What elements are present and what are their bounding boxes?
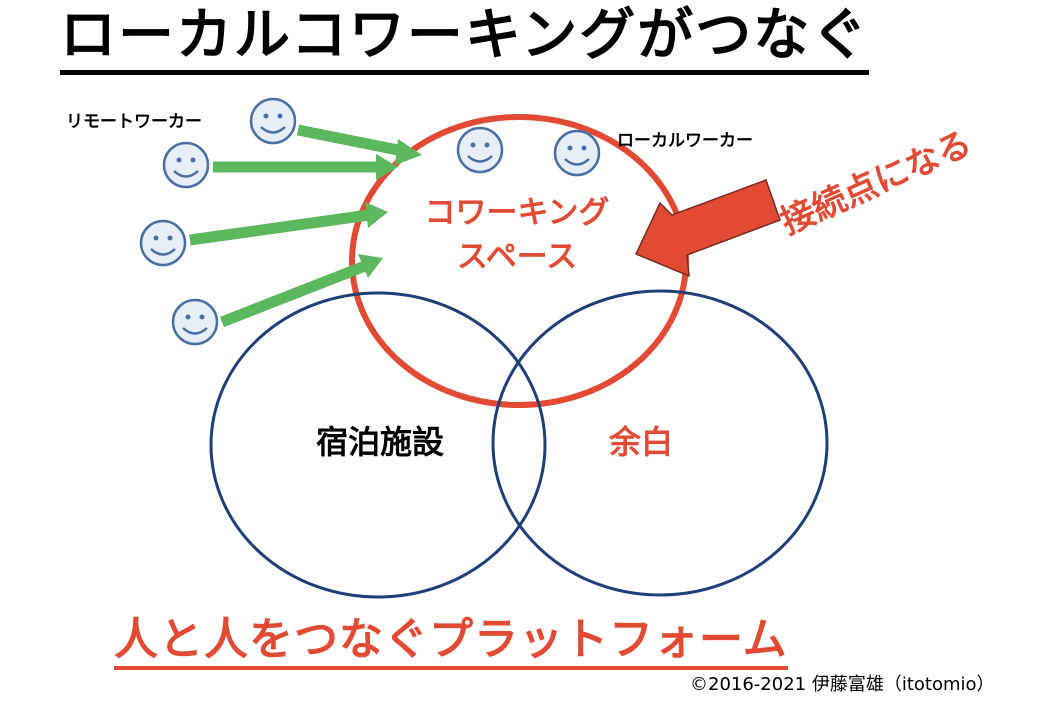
smiley-face-icon <box>456 126 504 174</box>
red-arrow-icon <box>634 179 781 278</box>
green-arrow-icon <box>219 254 383 328</box>
smiley-face-icon <box>249 97 297 145</box>
coworking-label-line2: スペース <box>456 239 578 275</box>
local-worker-label: ローカルワーカー <box>617 131 753 151</box>
smiley-face-icon <box>162 141 210 189</box>
bottom-caption: 人と人をつなぐプラットフォーム <box>114 618 788 670</box>
coworking-label-line1: コワーキング <box>424 195 610 231</box>
green-arrow-icon <box>189 202 388 246</box>
smiley-face-icon <box>139 219 187 267</box>
green-arrow-icon <box>213 154 398 180</box>
smiley-face-icon <box>171 298 219 346</box>
green-arrow-icon <box>296 124 422 165</box>
copyright-notice: ©2016-2021 伊藤富雄（itotomio） <box>690 674 995 695</box>
remote-worker-label: リモートワーカー <box>66 112 202 132</box>
smiley-face-icon <box>553 129 601 177</box>
margin-label: 余白 <box>608 423 673 461</box>
margin-circle <box>491 289 829 597</box>
lodging-label: 宿泊施設 <box>315 423 444 461</box>
lodging-circle <box>209 291 547 599</box>
page-title: ローカルコワーキングがつなぐ <box>60 8 870 75</box>
